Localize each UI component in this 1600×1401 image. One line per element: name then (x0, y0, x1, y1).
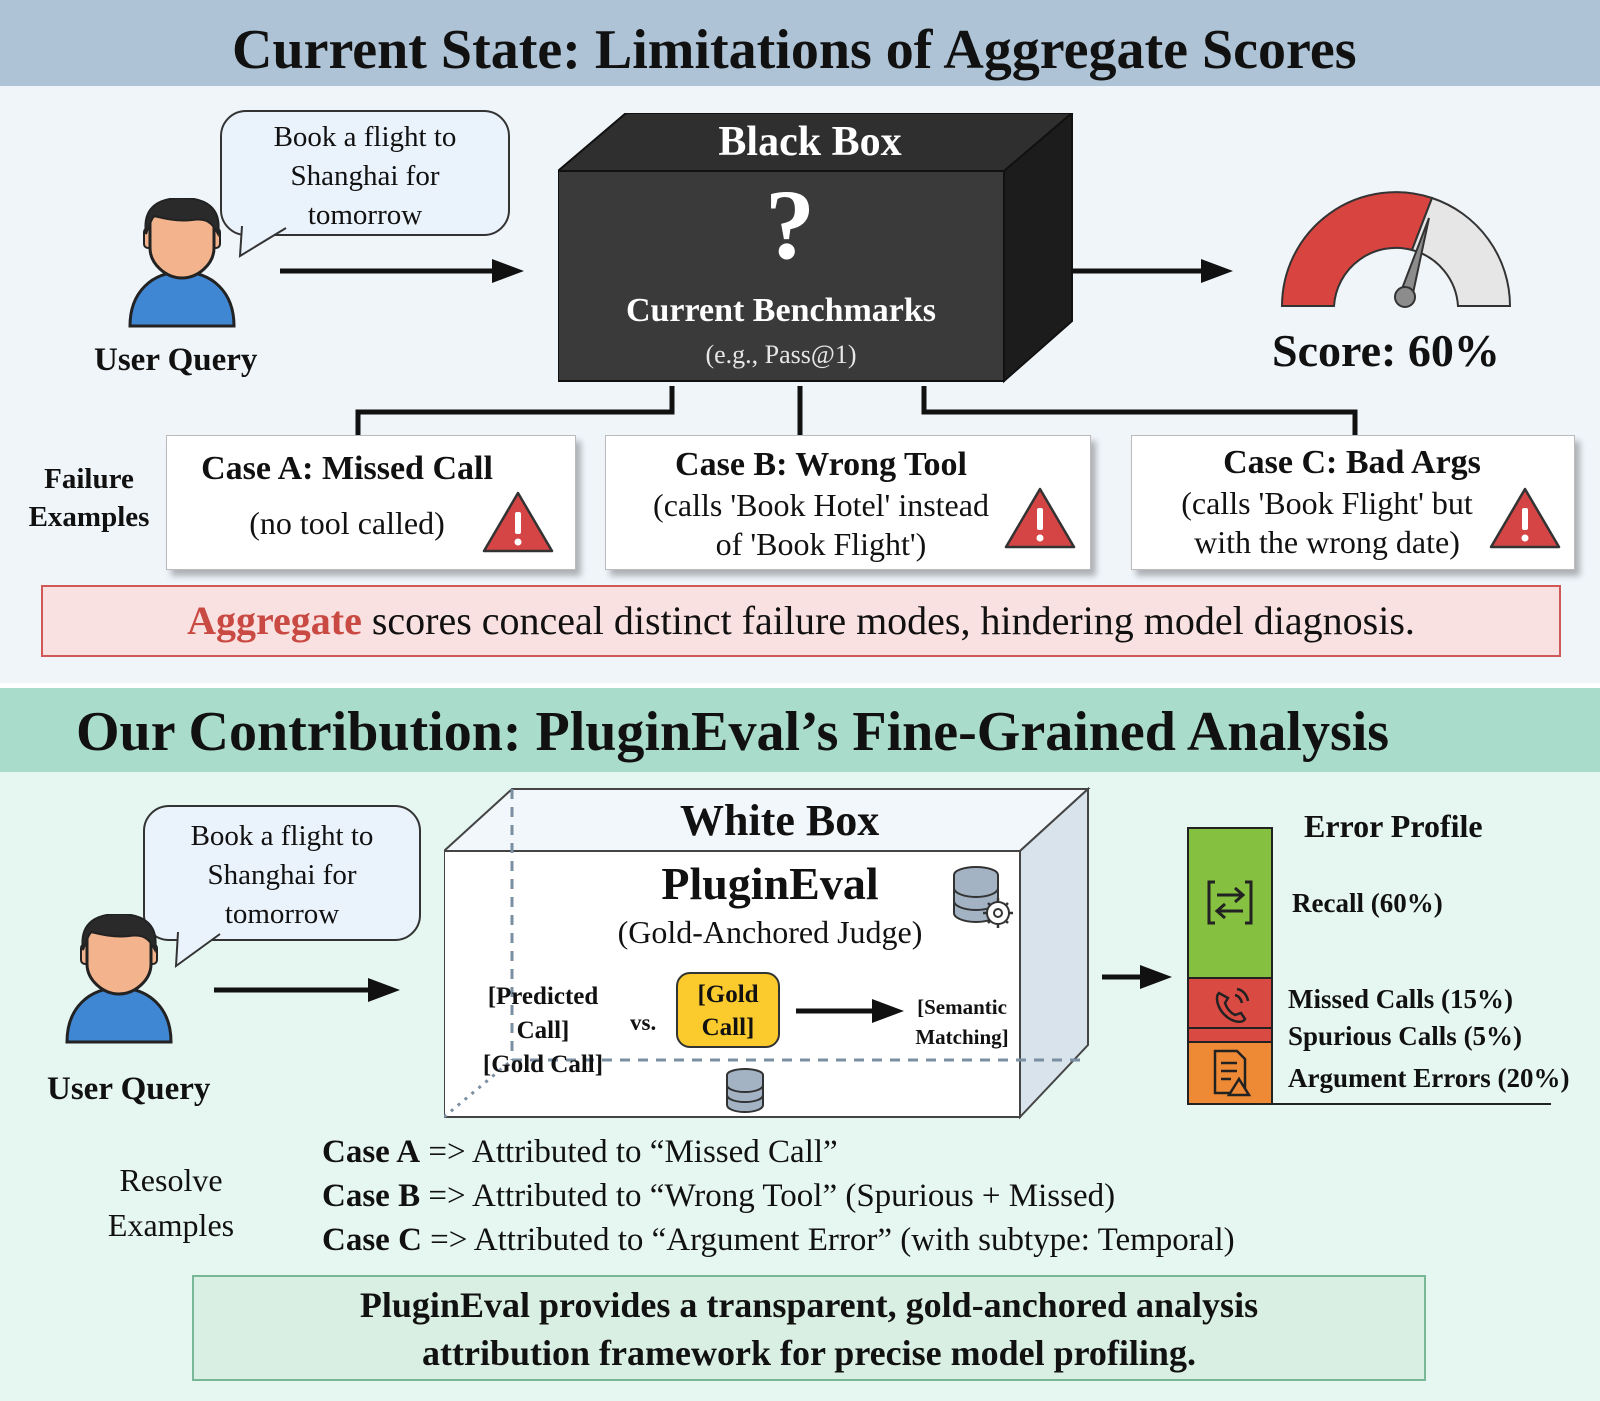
failure-examples-label: Failure Examples (14, 460, 164, 536)
bottom-title: Our Contribution: PluginEval’s Fine-Grai… (76, 701, 1390, 763)
resolution-case: Case A (322, 1134, 421, 1170)
arrow-to-whitebox (214, 978, 400, 1002)
query-bubble: Book a flight to Shanghai for tomorrow (143, 805, 421, 941)
resolution-b: Case B => Attributed to “Wrong Tool” (Sp… (322, 1178, 1115, 1215)
bottom-header (0, 688, 1600, 772)
warning-icon (482, 491, 554, 553)
gold-call-box: [Gold Call] (676, 972, 780, 1048)
resolution-c: Case C => Attributed to “Argument Error”… (322, 1222, 1235, 1259)
black-box-title: Black Box (718, 119, 902, 165)
error-profile-title: Error Profile (1304, 808, 1483, 844)
semantic-line: [Semantic (917, 995, 1007, 1019)
gold-call-line: [Gold (697, 981, 759, 1008)
warning-icon (1489, 487, 1561, 549)
case-c-desc: (calls 'Book Flight' but with the wrong … (1132, 484, 1522, 562)
error-profile-bar (1187, 827, 1551, 1105)
resolution-text: => Attributed to “Missed Call” (420, 1134, 838, 1170)
query-bubble: Book a flight to Shanghai for tomorrow (220, 110, 510, 236)
recall-label: Recall (60%) (1292, 888, 1443, 918)
case-b-desc: (calls 'Book Hotel' instead of 'Book Fli… (606, 486, 1036, 564)
case-a-title: Case A: Missed Call (201, 450, 493, 487)
predicted-call-label: [Predicted Call] [Gold Call] (468, 980, 618, 1082)
bubble-line: Shanghai for (290, 160, 440, 192)
missed-segment (1187, 977, 1273, 1029)
arrow-to-profile (1102, 965, 1172, 989)
benchmarks-example: (e.g., Pass@1) (705, 340, 857, 369)
resolution-a: Case A => Attributed to “Missed Call” (322, 1134, 838, 1171)
gauge-icon (1280, 191, 1512, 308)
case-b-desc-line: (calls 'Book Hotel' instead (653, 487, 989, 523)
white-box-title: White Box (680, 796, 880, 845)
plugineval-subtitle: (Gold-Anchored Judge) (617, 914, 923, 950)
benchmarks-label: Current Benchmarks (625, 292, 937, 329)
spurious-segment (1187, 1027, 1273, 1043)
bubble-line: tomorrow (307, 199, 423, 231)
bubble-line: Book a flight to (190, 820, 374, 852)
bubble-line: Shanghai for (207, 859, 357, 891)
argument-errors-label: Argument Errors (20%) (1288, 1063, 1570, 1093)
user-icon (65, 914, 173, 1044)
bubble-tail (238, 226, 287, 258)
resolve-line: Examples (107, 1207, 235, 1243)
arrow-to-semantic (796, 999, 904, 1023)
case-b-desc-line: of 'Book Flight') (715, 526, 927, 562)
case-b-title: Case B: Wrong Tool (675, 446, 967, 483)
resolution-case: Case C (322, 1222, 422, 1258)
resolve-line: Resolve (119, 1162, 223, 1198)
document-warning-icon (1213, 1049, 1252, 1097)
arrow-to-blackbox (280, 259, 524, 283)
failure-label-line: Failure (44, 463, 134, 495)
conclusion-box: PluginEval provides a transparent, gold-… (192, 1275, 1426, 1381)
bubble-tail (174, 932, 221, 969)
failure-label-line: Examples (28, 501, 150, 533)
resolution-case: Case B (322, 1178, 421, 1214)
swap-arrows-icon (1207, 880, 1253, 925)
bubble-line: Book a flight to (273, 121, 457, 153)
resolution-text: => Attributed to “Wrong Tool” (Spurious … (420, 1178, 1116, 1214)
semantic-line: Matching] (915, 1025, 1009, 1049)
missed-calls-label: Missed Calls (15%) (1288, 984, 1513, 1014)
user-query-label: User Query (47, 1071, 211, 1107)
semantic-matching-label: [Semantic Matching] (906, 992, 1018, 1052)
top-header (0, 0, 1600, 86)
bubble-line: tomorrow (224, 898, 340, 930)
aggregate-rest: scores conceal distinct failure modes, h… (361, 598, 1415, 643)
top-title: Current State: Limitations of Aggregate … (232, 19, 1357, 81)
user-icon (128, 198, 236, 328)
conclusion-line: PluginEval provides a transparent, gold-… (359, 1285, 1259, 1325)
case-c-desc-line: (calls 'Book Flight' but (1181, 485, 1473, 521)
score-label: Score: 60% (1272, 325, 1500, 376)
database-icon (726, 1068, 764, 1114)
gold-call-line: Call] (701, 1014, 755, 1041)
case-c-title: Case C: Bad Args (1223, 444, 1481, 481)
warning-icon (1004, 487, 1076, 549)
black-box (558, 113, 1074, 384)
case-connectors (355, 386, 1358, 436)
recall-segment (1187, 827, 1273, 979)
arrow-to-score (1073, 259, 1233, 283)
predicted-line: [Gold Call] (482, 1051, 604, 1078)
resolution-text: => Attributed to “Argument Error” (with … (421, 1222, 1235, 1258)
phone-missed-icon (1215, 987, 1250, 1023)
predicted-line: [Predicted (487, 983, 599, 1010)
conclusion-line: attribution framework for precise model … (422, 1333, 1196, 1373)
spurious-calls-label: Spurious Calls (5%) (1288, 1021, 1523, 1051)
user-query-label: User Query (94, 342, 258, 378)
plugineval-title: PluginEval (661, 858, 879, 909)
case-a-desc: (no tool called) (249, 505, 445, 541)
resolve-examples-label: Resolve Examples (86, 1158, 256, 1248)
vs-label: vs. (630, 1010, 657, 1035)
aggregate-highlight: Aggregate (187, 598, 362, 643)
question-mark-icon: ? (765, 169, 815, 280)
case-c-desc-line: with the wrong date) (1194, 524, 1460, 560)
predicted-line: Call] (516, 1017, 570, 1044)
aggregate-banner: Aggregate scores conceal distinct failur… (41, 585, 1561, 657)
database-gear-icon (953, 866, 1013, 928)
case-a-card: Case A: Missed Call (no tool called) (166, 435, 576, 570)
